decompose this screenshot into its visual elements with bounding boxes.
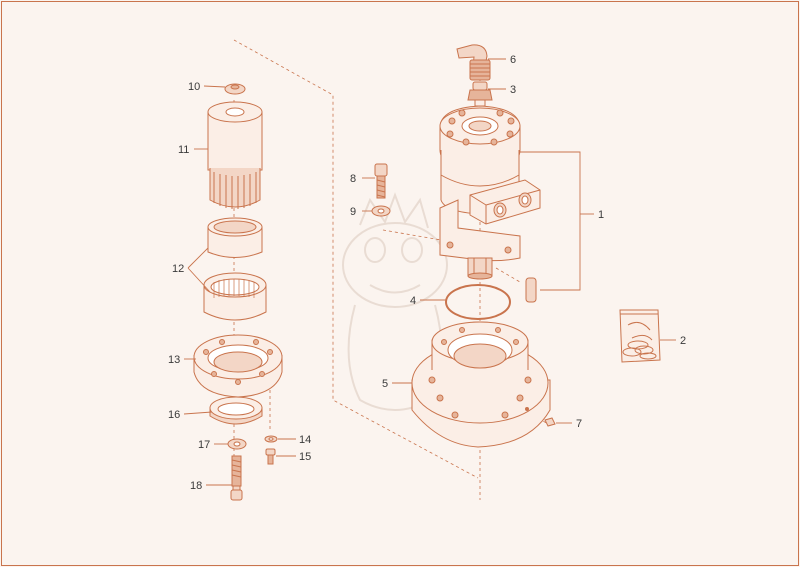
part-1-hydraulic-motor <box>439 105 541 280</box>
callout-4: 4 <box>410 295 416 307</box>
callout-18: 18 <box>190 480 202 492</box>
part-1-shaft-key <box>525 277 537 303</box>
part-10-cap <box>224 83 246 95</box>
guide-left-frame <box>233 39 479 479</box>
part-6-elbow-fitting <box>456 44 491 81</box>
part-15-screw <box>265 448 276 465</box>
callout-10: 10 <box>188 81 200 93</box>
part-7-plug <box>544 417 556 427</box>
guide-plug <box>527 411 549 425</box>
callout-12: 12 <box>172 263 184 275</box>
part-3-adapter <box>467 81 493 107</box>
guide-key <box>495 267 521 283</box>
callout-14: 14 <box>299 434 311 446</box>
part-13-housing-flange <box>193 334 283 398</box>
callout-11: 11 <box>178 144 189 156</box>
part-2-seal-kit <box>619 309 661 363</box>
part-11-pinion-shaft <box>207 101 263 209</box>
callout-1-bracket <box>520 151 581 291</box>
callout-13: 13 <box>168 354 180 366</box>
callout-9: 9 <box>350 206 356 218</box>
part-18-bolt <box>230 455 243 501</box>
callout-15: 15 <box>299 451 311 463</box>
part-5-adapter-flange <box>411 321 551 448</box>
callout-6: 6 <box>510 54 516 66</box>
callout-1: 1 <box>598 209 604 221</box>
part-16-seal <box>209 396 263 425</box>
part-12-needle-bearing <box>203 272 267 321</box>
callout-3: 3 <box>510 84 516 96</box>
part-4-o-ring <box>445 284 511 320</box>
callout-8: 8 <box>350 173 356 185</box>
callout-leaders <box>183 58 676 486</box>
part-12-bushing <box>207 217 263 258</box>
part-8-bolt <box>374 163 388 199</box>
part-14-washer <box>264 435 278 443</box>
callout-7: 7 <box>576 418 582 430</box>
part-17-washer <box>227 438 247 450</box>
callout-2: 2 <box>680 335 686 347</box>
part-9-washer <box>371 205 391 217</box>
callout-17: 17 <box>198 439 210 451</box>
callout-5: 5 <box>382 378 388 390</box>
callout-16: 16 <box>168 409 180 421</box>
